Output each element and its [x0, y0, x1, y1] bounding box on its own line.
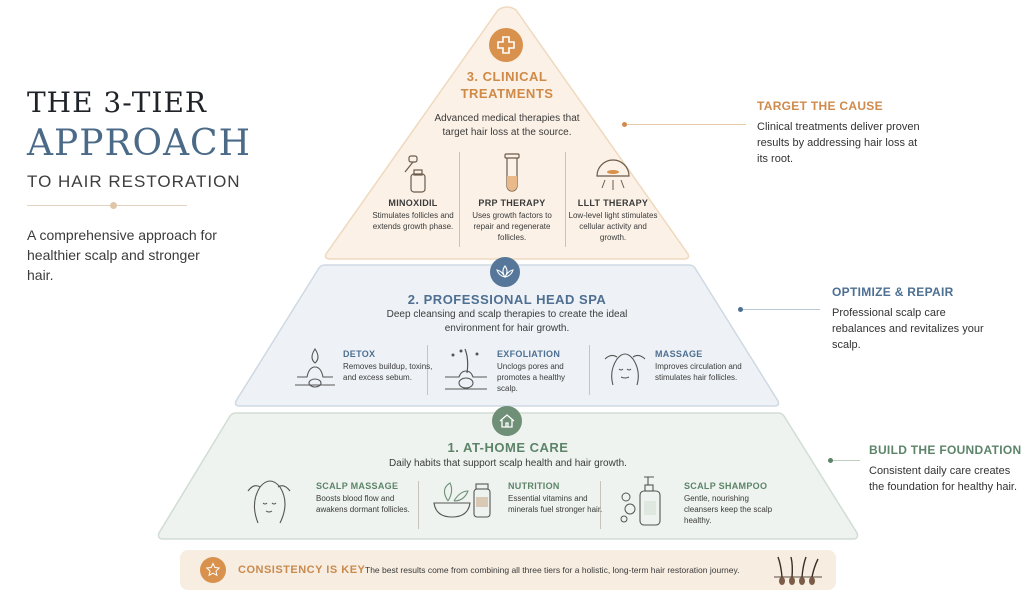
item-name: MASSAGE	[655, 349, 703, 359]
note-optimize-head: OPTIMIZE & REPAIR	[832, 285, 954, 299]
item-desc: Uses growth factors to repair and regene…	[472, 211, 552, 242]
note-target-body: Clinical treatments deliver proven resul…	[757, 121, 920, 165]
separator	[600, 481, 601, 529]
item-minoxidil: MINOXIDIL Stimulates follicles and exten…	[370, 152, 456, 232]
medical-cross-icon	[489, 28, 523, 62]
tier-spa: 2. PROFESSIONAL HEAD SPA Deep cleansing …	[233, 257, 781, 408]
footer-banner: CONSISTENCY IS KEY The best results come…	[180, 550, 836, 590]
follicle-icon	[445, 348, 487, 390]
item-name: SCALP SHAMPOO	[684, 481, 768, 491]
light-cap-icon	[596, 159, 630, 190]
tier-home-desc: Daily habits that support scalp health a…	[389, 458, 627, 469]
tier-clinical-desc: Advanced medical therapies that target h…	[434, 113, 580, 138]
test-tube-icon	[504, 153, 520, 192]
item-name: EXFOLIATION	[497, 349, 561, 359]
note-foundation: BUILD THE FOUNDATION Consistent daily ca…	[869, 443, 1023, 495]
footer-text: The best results come from combining all…	[365, 565, 740, 575]
tier-spa-desc: Deep cleansing and scalp therapies to cr…	[386, 309, 628, 334]
item-desc: Improves circulation and stimulates hair…	[655, 362, 742, 382]
note-foundation-head: BUILD THE FOUNDATION	[869, 443, 1022, 457]
dropper-bottle-icon	[404, 155, 426, 193]
tier-spa-title: 2. PROFESSIONAL HEAD SPA	[407, 292, 607, 307]
droplet-follicle-icon	[295, 348, 335, 388]
pump-bottle-icon	[620, 476, 661, 526]
tier-clinical-shape	[324, 6, 690, 260]
item-name: LLLT THERAPY	[577, 198, 649, 208]
title-line-3: TO HAIR RESTORATION	[27, 172, 241, 191]
item-desc: Low-level light stimulates cellular acti…	[568, 211, 658, 242]
intro-text: A comprehensive approach for healthier s…	[27, 227, 217, 283]
item-desc: Boosts blood flow and awakens dormant fo…	[316, 494, 410, 514]
hair-follicles-icon	[774, 556, 822, 585]
separator	[427, 345, 428, 395]
title-divider	[27, 205, 187, 206]
separator	[418, 481, 419, 529]
separator	[565, 152, 566, 247]
note-optimize: OPTIMIZE & REPAIR Professional scalp car…	[832, 285, 1002, 353]
item-name: MINOXIDIL	[388, 198, 438, 208]
title-line-2: APPROACH	[27, 123, 251, 164]
connector-foundation	[832, 460, 860, 461]
item-lllt: LLLT THERAPY Low-level light stimulates …	[568, 152, 658, 243]
item-desc: Gentle, nourishing cleansers keep the sc…	[684, 494, 773, 525]
title-block: THE 3-TIER APPROACH TO HAIR RESTORATION	[27, 86, 287, 192]
bowl-supplement-icon	[433, 482, 491, 518]
star-badge-icon	[200, 557, 226, 583]
footer-label: CONSISTENCY IS KEY	[238, 564, 366, 576]
woman-massage-icon	[247, 480, 291, 524]
item-desc: Essential vitamins and minerals fuel str…	[508, 494, 603, 514]
tier-clinical-title: 3. CLINICAL TREATMENTS	[460, 69, 554, 101]
item-name: SCALP MASSAGE	[316, 481, 399, 491]
lotus-icon	[490, 257, 520, 287]
separator	[589, 345, 590, 395]
item-name: PRP THERAPY	[478, 198, 546, 208]
tier-clinical: 3. CLINICAL TREATMENTS Advanced medical …	[322, 4, 692, 260]
tier-home-shape	[157, 412, 859, 540]
item-desc: Removes buildup, toxins, and excess sebu…	[343, 362, 433, 382]
tier-home: 1. AT-HOME CARE Daily habits that suppor…	[156, 406, 860, 541]
house-icon	[492, 406, 522, 436]
item-desc: Unclogs pores and promotes a healthy sca…	[497, 362, 566, 393]
connector-target	[626, 124, 746, 125]
head-massage-icon	[604, 353, 646, 386]
separator	[459, 152, 460, 247]
connector-dot	[622, 122, 627, 127]
note-optimize-body: Professional scalp care rebalances and r…	[832, 307, 984, 351]
note-target: TARGET THE CAUSE Clinical treatments del…	[757, 99, 927, 167]
item-desc: Stimulates follicles and extends growth …	[372, 211, 454, 231]
title-line-1: THE 3-TIER	[27, 86, 207, 119]
note-foundation-body: Consistent daily care creates the founda…	[869, 465, 1017, 493]
divider-dot	[110, 202, 117, 209]
item-prp: PRP THERAPY Uses growth factors to repai…	[464, 152, 560, 243]
item-name: NUTRITION	[508, 481, 560, 491]
connector-optimize	[742, 309, 820, 310]
tier-spa-shape	[234, 264, 780, 407]
tier-home-title: 1. AT-HOME CARE	[447, 440, 569, 455]
connector-dot	[738, 307, 743, 312]
connector-dot	[828, 458, 833, 463]
note-target-head: TARGET THE CAUSE	[757, 99, 883, 113]
item-name: DETOX	[343, 349, 376, 359]
